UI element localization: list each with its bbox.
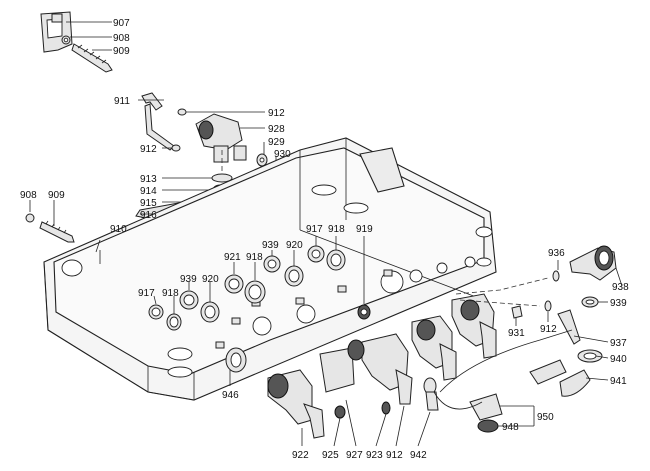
label-914: 914 xyxy=(140,186,157,197)
label-912: 912 xyxy=(140,144,157,155)
label-925: 925 xyxy=(322,450,339,461)
label-928: 928 xyxy=(268,124,285,135)
label-909: 909 xyxy=(48,190,65,201)
label-927: 927 xyxy=(346,450,363,461)
label-939: 939 xyxy=(610,298,627,309)
label-909: 909 xyxy=(113,46,130,57)
label-922: 922 xyxy=(292,450,309,461)
label-918: 918 xyxy=(246,252,263,263)
label-942: 942 xyxy=(410,450,427,461)
label-936: 936 xyxy=(548,248,565,259)
label-918: 918 xyxy=(328,224,345,235)
label-950: 950 xyxy=(537,412,554,423)
label-940: 940 xyxy=(610,354,627,365)
label-912: 912 xyxy=(540,324,557,335)
label-911: 911 xyxy=(114,96,130,107)
label-931: 931 xyxy=(508,328,525,339)
label-923: 923 xyxy=(366,450,383,461)
label-908: 908 xyxy=(20,190,37,201)
label-917: 917 xyxy=(306,224,323,235)
label-921: 921 xyxy=(224,252,241,263)
label-916: 916 xyxy=(140,210,157,221)
label-937: 937 xyxy=(610,338,627,349)
pressure-switch-assembly xyxy=(141,92,279,172)
valve-assembly xyxy=(225,293,497,439)
label-912: 912 xyxy=(268,108,285,119)
label-910: 910 xyxy=(110,224,127,235)
label-915: 915 xyxy=(140,198,157,209)
label-930: 930 xyxy=(274,149,291,160)
label-939: 939 xyxy=(180,274,197,285)
screw-and-washer xyxy=(25,213,75,243)
bracket-assembly xyxy=(40,11,113,73)
part-number-labels: 907 908 909 911 912 928 929 930 912 913 … xyxy=(20,18,629,461)
label-941: 941 xyxy=(610,376,627,387)
label-920: 920 xyxy=(286,240,303,251)
label-920: 920 xyxy=(202,274,219,285)
label-917: 917 xyxy=(138,288,155,299)
label-907: 907 xyxy=(113,18,130,29)
label-938: 938 xyxy=(612,282,629,293)
label-913: 913 xyxy=(140,174,157,185)
label-939: 939 xyxy=(262,240,279,251)
label-948: 948 xyxy=(502,422,519,433)
label-912: 912 xyxy=(386,450,403,461)
label-946: 946 xyxy=(222,390,239,401)
label-929: 929 xyxy=(268,137,285,148)
label-918: 918 xyxy=(162,288,179,299)
label-919: 919 xyxy=(356,224,373,235)
right-connection-parts xyxy=(469,245,617,433)
label-908: 908 xyxy=(113,33,130,44)
